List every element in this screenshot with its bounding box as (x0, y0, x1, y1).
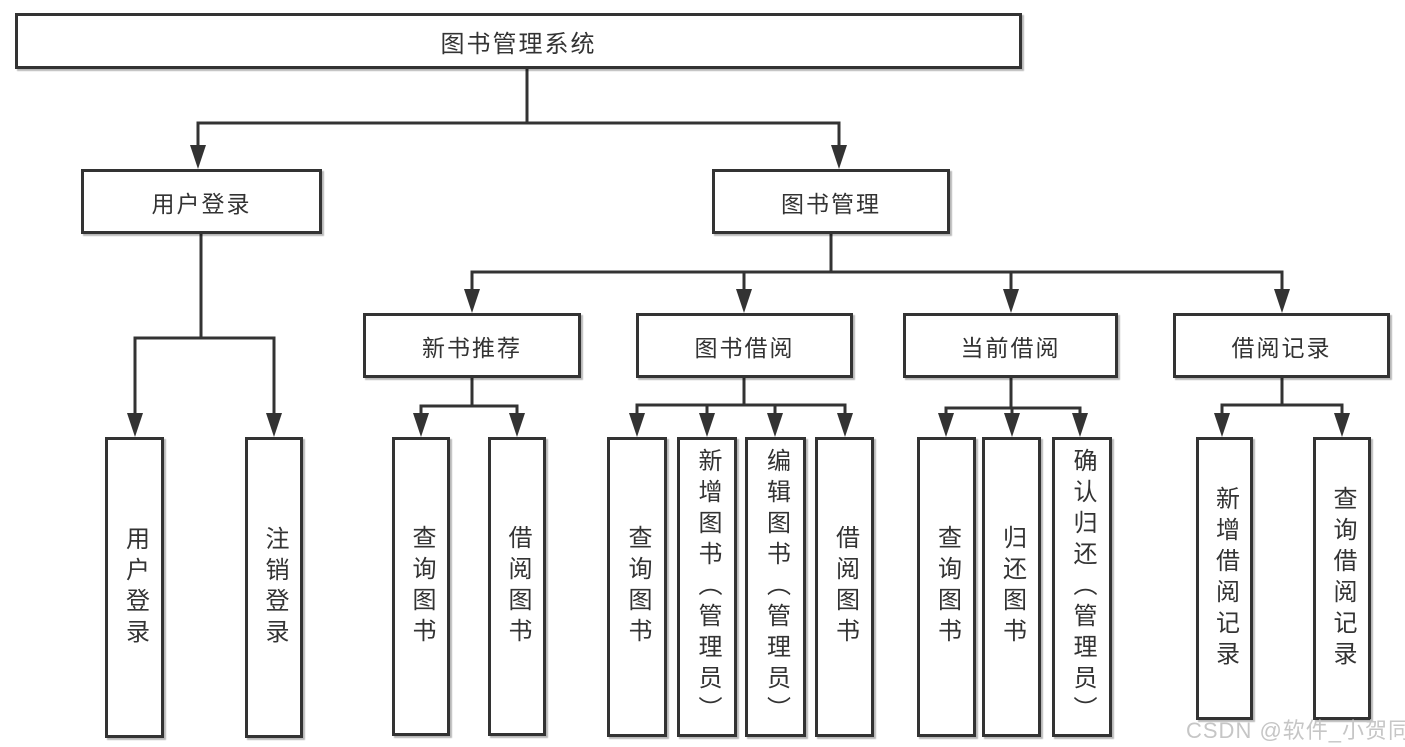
leaf-label: 用户登录 (121, 525, 149, 650)
node-user-login: 用户登录 (81, 169, 322, 234)
leaf-label: 新增图书（管理员） (694, 447, 721, 727)
leaf-label: 新增借阅记录 (1211, 485, 1239, 672)
node-library-management-system: 图书管理系统 (15, 13, 1022, 69)
leaf-return-books: 归还图书 (982, 437, 1041, 737)
leaf-logout: 注销登录 (245, 437, 303, 738)
leaf-label: 查询图书 (624, 525, 651, 649)
leaf-label: 借阅图书 (504, 524, 531, 649)
leaf-add-books-admin: 新增图书（管理员） (677, 437, 737, 737)
leaf-label: 确认归还（管理员） (1069, 447, 1096, 727)
leaf-label: 查询图书 (933, 525, 961, 649)
connector-lines (133, 66, 1344, 417)
leaf-confirm-return-admin: 确认归还（管理员） (1052, 437, 1112, 737)
leaf-label: 归还图书 (998, 525, 1026, 649)
leaf-edit-books-admin: 编辑图书（管理员） (745, 437, 806, 737)
leaf-borrow-books-recommend: 借阅图书 (488, 437, 546, 736)
arrowheads (127, 145, 1350, 437)
leaf-user-login: 用户登录 (105, 437, 164, 738)
leaf-query-borrow-record: 查询借阅记录 (1313, 437, 1371, 720)
leaf-label: 注销登录 (261, 525, 288, 650)
node-new-book-recommend: 新书推荐 (363, 313, 581, 378)
node-book-borrowing: 图书借阅 (636, 313, 853, 378)
node-borrowing-records: 借阅记录 (1173, 313, 1390, 378)
leaf-query-books-borrowing: 查询图书 (607, 437, 667, 737)
leaf-label: 查询借阅记录 (1329, 485, 1356, 672)
leaf-label: 借阅图书 (831, 525, 859, 649)
leaf-query-books-current: 查询图书 (917, 437, 976, 737)
leaf-label: 查询图书 (408, 524, 435, 649)
node-book-management: 图书管理 (712, 169, 950, 234)
node-current-borrowing: 当前借阅 (903, 313, 1118, 378)
leaf-label: 编辑图书（管理员） (762, 447, 790, 727)
leaf-add-borrow-record: 新增借阅记录 (1196, 437, 1253, 720)
watermark-csdn: CSDN @软件_小贺同学 (1186, 718, 1405, 743)
leaf-query-books-recommend: 查询图书 (392, 437, 450, 736)
leaf-borrow-books: 借阅图书 (815, 437, 874, 737)
